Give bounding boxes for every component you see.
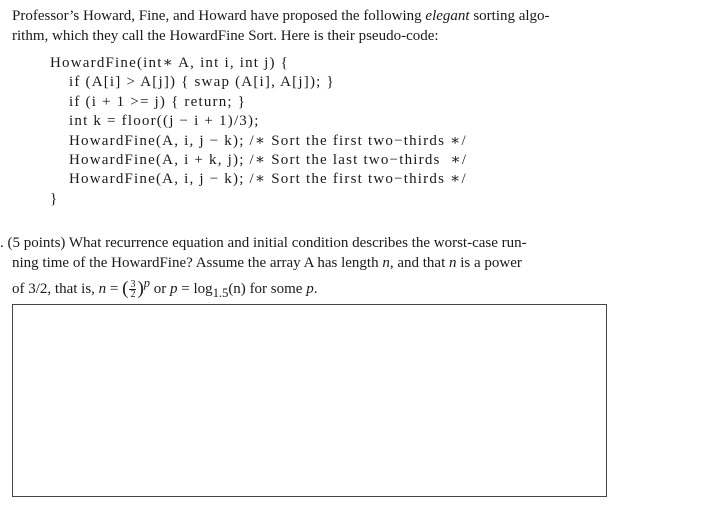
code-line-recurse-1: HowardFine(A, i, j − k); /∗ Sort the fir…: [69, 132, 467, 149]
code-line-swap: if (A[i] > A[j]) { swap (A[i], A[j]); }: [69, 74, 335, 91]
pseudo-code-block: HowardFine(int∗ A, int i, int j) { if (A…: [50, 54, 467, 209]
paren-open: (: [122, 278, 129, 299]
fraction-numerator: 3: [129, 279, 137, 291]
code-line-k: int k = floor((j − i + 1)/3);: [69, 113, 260, 130]
code-line-signature: HowardFine(int∗ A, int i, int j) {: [50, 55, 290, 71]
intro-text-1: Professor’s Howard, Fine, and Howard hav…: [12, 8, 426, 24]
answer-box[interactable]: [12, 304, 607, 497]
intro-text-3: rithm, which they call the HowardFine So…: [12, 28, 439, 44]
question-text: . (5 points) What recurrence equation an…: [0, 233, 612, 303]
intro-emphasis: elegant: [425, 8, 470, 24]
var-n: n: [449, 255, 457, 271]
var-n: n: [98, 281, 107, 297]
var-p: p: [306, 281, 314, 297]
var-p: p: [170, 281, 178, 297]
code-line-return: if (i + 1 >= j) { return; }: [69, 93, 247, 110]
fraction-denominator: 2: [130, 289, 136, 301]
question-line-2: ning time of the HowardFine? Assume the …: [12, 255, 522, 271]
code-line-close: }: [50, 190, 59, 207]
exponent-p: p: [143, 276, 151, 290]
var-n: n: [382, 255, 390, 271]
code-line-recurse-2: HowardFine(A, i + k, j); /∗ Sort the las…: [69, 152, 468, 169]
intro-text-2: sorting algo-: [469, 8, 550, 24]
problem-intro: Professor’s Howard, Fine, and Howard hav…: [12, 6, 612, 46]
question-line-1: . (5 points) What recurrence equation an…: [0, 235, 527, 251]
log-argument: (n): [228, 281, 246, 297]
paren-close: ): [137, 278, 144, 299]
code-line-recurse-3: HowardFine(A, i, j − k); /∗ Sort the fir…: [69, 171, 467, 188]
log-base: 1.5: [212, 286, 229, 300]
